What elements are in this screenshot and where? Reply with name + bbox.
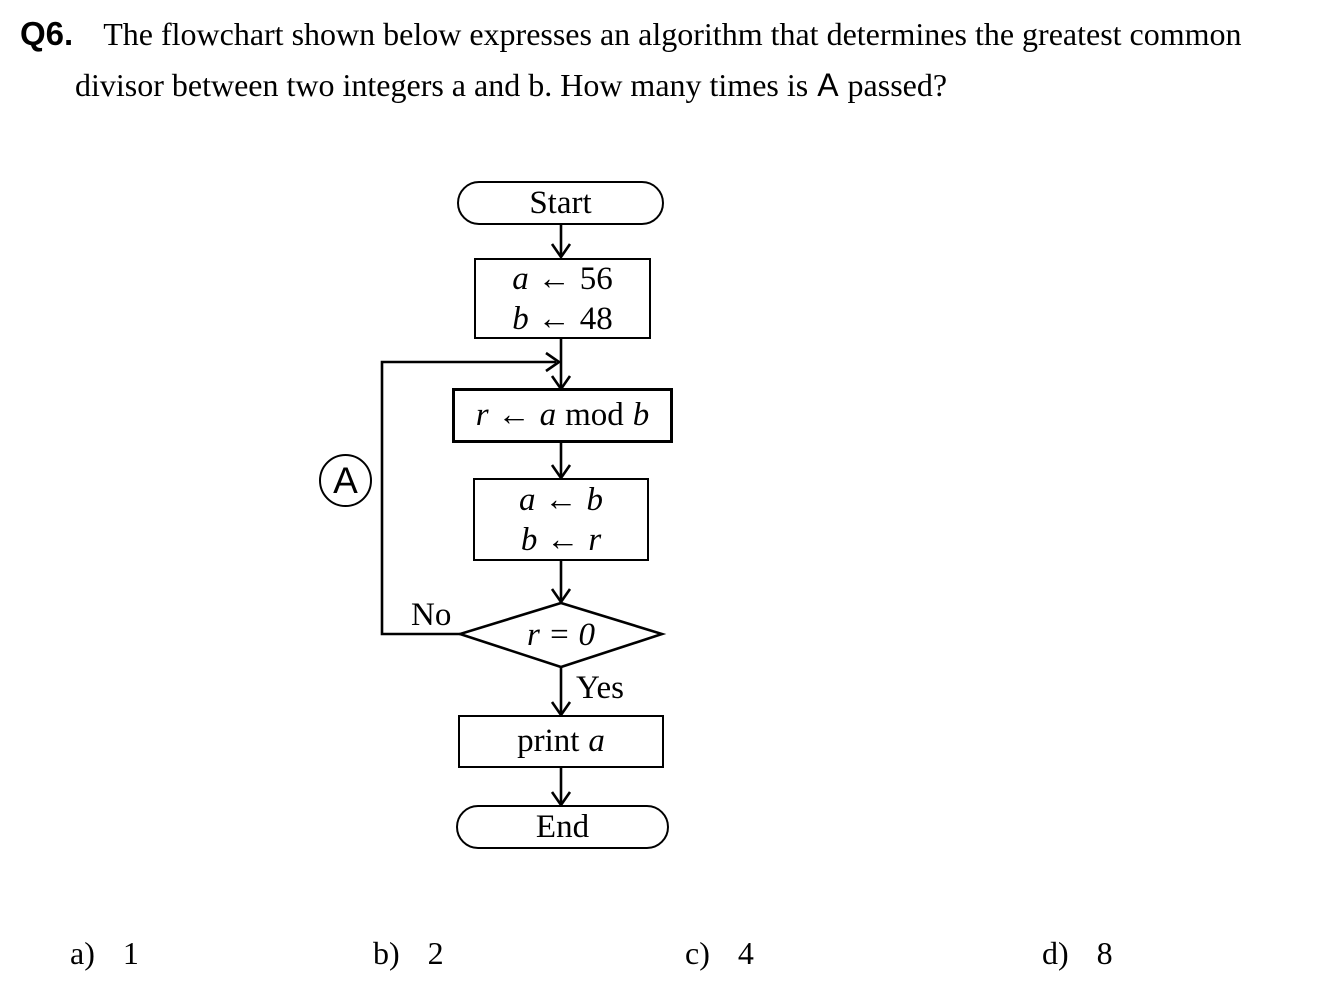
option-key: c) bbox=[685, 935, 710, 971]
branch-label-no: No bbox=[411, 597, 452, 633]
branch-label-yes: Yes bbox=[576, 670, 625, 706]
option-key: d) bbox=[1042, 935, 1069, 971]
print-var-a: a bbox=[588, 723, 605, 760]
print-node: print a bbox=[458, 715, 664, 768]
arrowhead-start-init bbox=[550, 243, 572, 260]
init-value-56: 56 bbox=[579, 260, 613, 297]
assign-arrow: ← bbox=[546, 521, 580, 558]
answer-option-c: c) 4 bbox=[685, 935, 754, 972]
option-key: a) bbox=[70, 935, 95, 971]
init-var-a: a bbox=[512, 260, 529, 297]
decision-label: r = 0 bbox=[526, 616, 596, 653]
connector-loop-no-branch bbox=[380, 360, 556, 636]
loop-connector-badge: A bbox=[319, 454, 372, 507]
assign-arrow: ← bbox=[537, 300, 571, 337]
start-node: Start bbox=[457, 181, 664, 225]
question-line-1: Q6. The flowchart shown below expresses a… bbox=[20, 15, 1242, 53]
answer-option-a: a) 1 bbox=[70, 935, 139, 972]
mod-var-b: b bbox=[632, 397, 650, 434]
init-value-48: 48 bbox=[579, 300, 613, 337]
swap-line-2: b ← r bbox=[521, 521, 601, 559]
loop-connector-label: A bbox=[333, 459, 358, 501]
question-number: Q6. bbox=[20, 15, 74, 52]
assign-arrow: ← bbox=[497, 397, 531, 434]
mod-var-a: a bbox=[539, 397, 557, 434]
mod-operator: mod bbox=[565, 397, 624, 434]
mod-var-r: r bbox=[475, 397, 489, 434]
question-text-line2-suffix: passed? bbox=[847, 67, 948, 103]
print-keyword: print bbox=[517, 723, 580, 760]
connector-reference-letter: A bbox=[817, 67, 839, 103]
answer-option-b: b) 2 bbox=[373, 935, 444, 972]
option-value: 1 bbox=[122, 935, 139, 971]
swap-var-a: a bbox=[519, 481, 536, 518]
init-line-1: a ← 56 bbox=[512, 260, 613, 298]
answer-options-row: a) 1 b) 2 c) 4 d) 8 bbox=[0, 935, 1330, 989]
arrowhead-loop-junction bbox=[545, 351, 562, 373]
answer-option-d: d) 8 bbox=[1042, 935, 1113, 972]
end-label: End bbox=[535, 808, 590, 845]
swap-line-1: a ← b bbox=[519, 481, 603, 519]
end-node: End bbox=[456, 805, 669, 849]
assign-arrow: ← bbox=[544, 481, 578, 518]
option-value: 2 bbox=[427, 935, 444, 971]
assign-arrow: ← bbox=[537, 260, 571, 297]
swap-value-r: r bbox=[588, 521, 602, 558]
option-key: b) bbox=[373, 935, 400, 971]
option-value: 8 bbox=[1096, 935, 1113, 971]
init-var-b: b bbox=[512, 300, 529, 337]
start-label: Start bbox=[529, 184, 592, 221]
swap-var-b: b bbox=[520, 521, 538, 558]
question-line-2: divisor between two integers a and b. Ho… bbox=[75, 67, 947, 104]
init-line-2: b ← 48 bbox=[512, 300, 613, 338]
init-node: a ← 56 b ← 48 bbox=[474, 258, 651, 339]
question-text-line2-prefix: divisor between two integers a and b. Ho… bbox=[75, 67, 809, 103]
swap-node: a ← b b ← r bbox=[473, 478, 649, 561]
swap-value-b: b bbox=[586, 481, 604, 518]
mod-node: r ← a mod b bbox=[452, 388, 673, 443]
question-text-line1: The flowchart shown below expresses an a… bbox=[103, 16, 1242, 52]
option-value: 4 bbox=[737, 935, 754, 971]
